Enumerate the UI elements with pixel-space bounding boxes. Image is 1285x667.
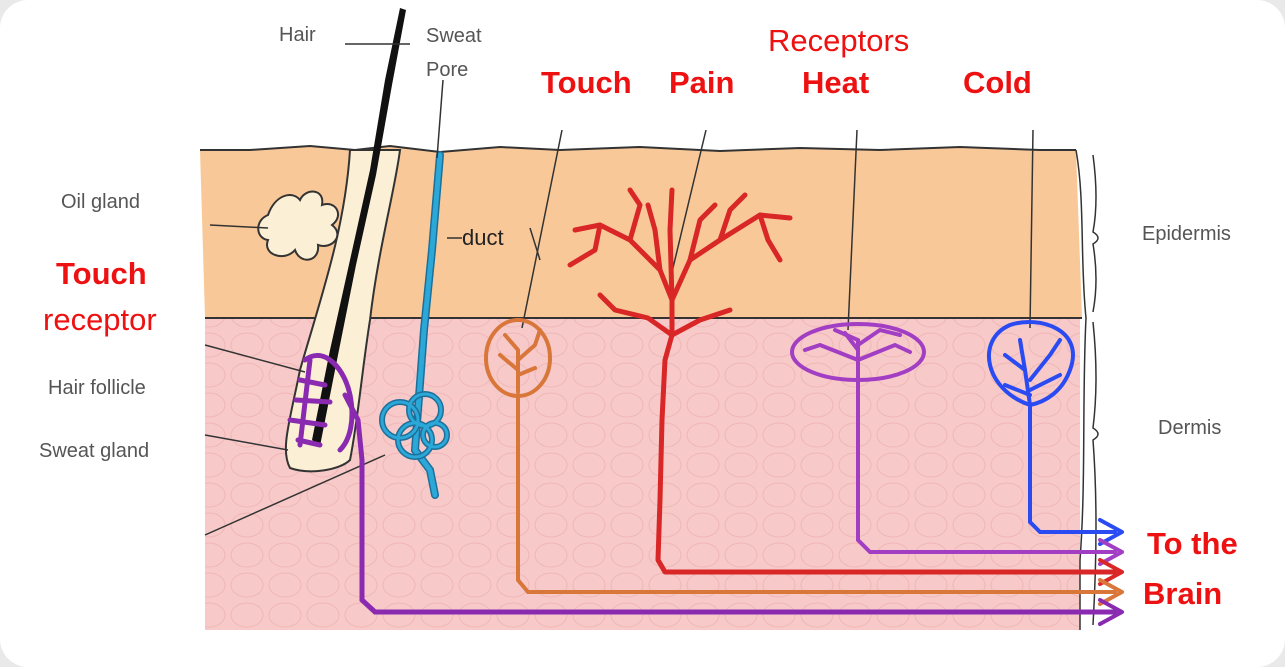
epidermis-bracket <box>1093 155 1098 312</box>
dermis-bracket <box>1093 322 1098 625</box>
dermis-label: Dermis <box>1158 418 1221 439</box>
receptors-heading: Receptors <box>768 25 909 58</box>
touch-receptor-label: Touch <box>541 67 632 100</box>
touch-receptor-side-label-line1: Touch <box>56 258 147 291</box>
pain-receptor-label: Pain <box>669 67 734 100</box>
sweat-pore-label-line1: Sweat <box>426 26 482 47</box>
oil-gland-label: Oil gland <box>61 192 140 213</box>
to-the-brain-label-line2: Brain <box>1143 578 1222 611</box>
to-the-brain-label-line1: To the <box>1147 528 1238 561</box>
sweat-pore-label-line2: Pore <box>426 60 468 81</box>
hair-follicle-label: Hair follicle <box>48 378 146 399</box>
touch-receptor-side-label-line2: receptor <box>43 304 157 337</box>
epidermis-label: Epidermis <box>1142 224 1231 245</box>
sweat-gland-label: Sweat gland <box>39 441 149 462</box>
heat-receptor-label: Heat <box>802 67 869 100</box>
duct-label: duct <box>462 226 504 249</box>
cold-receptor-label: Cold <box>963 67 1032 100</box>
hair-label: Hair <box>279 25 316 46</box>
